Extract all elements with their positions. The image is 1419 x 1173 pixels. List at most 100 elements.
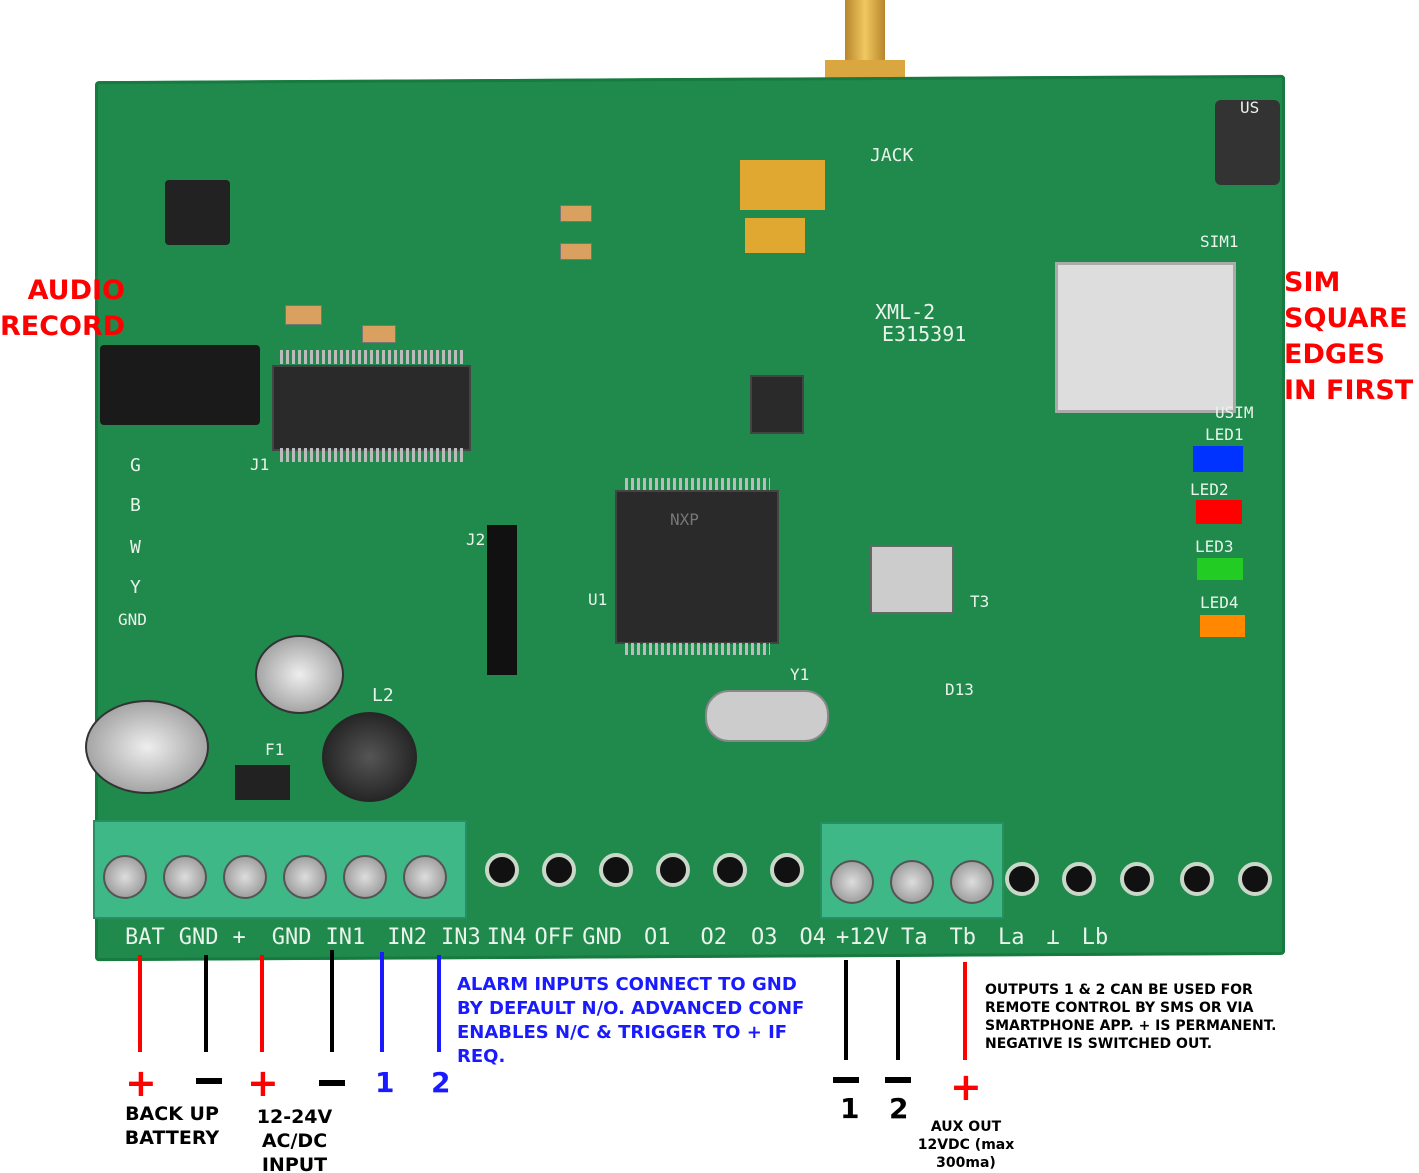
usb-connector [1215, 100, 1280, 185]
crystal-y1 [705, 690, 829, 742]
terminal-screw-o4[interactable] [890, 860, 934, 904]
wire-in2 [437, 955, 441, 1052]
led1-label: LED1 [1205, 425, 1244, 444]
inductor-l2 [322, 712, 417, 802]
antenna-base [825, 60, 905, 80]
terminal-label: O2 [700, 925, 728, 950]
l2-label: L2 [372, 685, 394, 706]
smd-cap [285, 305, 322, 325]
u1-label: U1 [588, 590, 608, 609]
led2-red [1196, 500, 1242, 524]
wire-in1 [380, 952, 384, 1052]
led2-label: LED2 [1190, 480, 1229, 499]
backup-battery-label: BACK UP BATTERY [124, 1103, 220, 1149]
output-1-symbol: 1 [840, 1092, 860, 1125]
terminal-hole-gnd-sym [1180, 862, 1214, 896]
terminal-label: Ta [900, 925, 928, 950]
terminal-label: IN2 [387, 925, 427, 950]
terminal-screw-plus[interactable] [223, 855, 267, 899]
mcu-pins-bottom [625, 643, 770, 655]
terminal-hole-ta [1005, 862, 1039, 896]
sim-instruction-annotation: SIM SQUARE EDGES IN FIRST [1284, 267, 1414, 406]
ul-file-label: E315391 [882, 322, 967, 346]
terminal-hole-o2 [770, 853, 804, 887]
usb-label: US [1240, 98, 1260, 117]
led4-label: LED4 [1200, 593, 1239, 612]
electrolytic-capacitor-small [255, 635, 344, 714]
fuse-f1 [235, 765, 290, 800]
battery-minus-symbol [196, 1078, 222, 1084]
ic-u4 [750, 375, 804, 434]
y1-label: Y1 [790, 665, 810, 684]
terminal-hole-in3 [485, 853, 519, 887]
side-label-b: B [130, 495, 141, 516]
mcu-chip [615, 490, 779, 644]
aux-plus-symbol: + [950, 1065, 982, 1109]
led1-blue [1193, 446, 1243, 472]
alarm-inputs-note: ALARM INPUTS CONNECT TO GND BY DEFAULT N… [457, 974, 805, 1067]
terminal-label: O1 [644, 925, 671, 950]
output-1-minus [833, 1077, 859, 1083]
terminal-label: + [232, 925, 246, 950]
outputs-note: OUTPUTS 1 & 2 CAN BE USED FOR REMOTE CON… [985, 982, 1277, 1052]
terminal-hole-tb [1062, 862, 1096, 896]
input-1-symbol: 1 [375, 1066, 395, 1099]
output-2-minus [885, 1077, 911, 1083]
terminal-label: GND [178, 925, 219, 950]
terminal-label: GND [582, 925, 622, 950]
wire-battery-plus [138, 955, 142, 1052]
terminal-screw-in1[interactable] [343, 855, 387, 899]
terminal-label: BAT [125, 925, 165, 950]
smd-cap [560, 243, 592, 260]
wire-battery-minus [204, 955, 208, 1052]
smd-cap [362, 325, 396, 343]
d13-label: D13 [945, 680, 974, 699]
terminal-label: La [997, 925, 1025, 950]
j2-label: J2 [466, 530, 486, 549]
power-input-label: 12-24V AC/DC INPUT [256, 1106, 333, 1173]
audio-jack [100, 345, 260, 425]
led4-orange [1200, 615, 1245, 637]
terminal-screw-o3[interactable] [830, 860, 874, 904]
audio-chip [272, 365, 471, 451]
wire-input-plus [260, 955, 264, 1052]
terminal-label: +12V [836, 925, 889, 950]
ul-label: XML-2 [875, 300, 936, 324]
aux-out-label: AUX OUT 12VDC (max 300ma) [917, 1119, 1015, 1171]
audio-record-annotation: AUDIO RECORD [0, 275, 126, 342]
side-label-g: G [130, 455, 141, 476]
smd-cap [560, 205, 592, 222]
header-j2 [487, 525, 517, 675]
tantalum-cap-1 [740, 160, 825, 210]
terminal-label: Tb [949, 925, 976, 950]
input-minus-symbol [319, 1080, 345, 1086]
terminal-screw-gnd[interactable] [163, 855, 207, 899]
terminal-label: IN4 [486, 925, 527, 950]
terminal-hole-gnd [656, 853, 690, 887]
terminal-label: OFF [534, 925, 575, 950]
mcu-label: NXP [670, 510, 699, 529]
terminal-label: ⊥ [1046, 925, 1060, 950]
terminal-screw-gnd2[interactable] [283, 855, 327, 899]
terminal-screw-in2[interactable] [403, 855, 447, 899]
terminal-hole-o1 [713, 853, 747, 887]
t3-label: T3 [970, 592, 990, 611]
terminal-screw-12v[interactable] [950, 860, 994, 904]
terminal-label: Lb [1081, 925, 1109, 950]
output-2-symbol: 2 [889, 1092, 909, 1125]
terminal-screw-bat[interactable] [103, 855, 147, 899]
wire-input-minus [330, 950, 334, 1052]
terminal-label: O3 [751, 925, 778, 950]
j1-label: J1 [250, 455, 270, 474]
wire-out1 [844, 960, 848, 1060]
led3-label: LED3 [1195, 537, 1234, 556]
input-plus-symbol: + [247, 1061, 279, 1105]
terminal-hole-in4 [542, 853, 576, 887]
push-button [165, 180, 230, 245]
terminal-label: IN1 [325, 925, 366, 950]
f1-label: F1 [265, 740, 285, 759]
audio-chip-pins [280, 350, 465, 364]
side-label-gnd: GND [118, 610, 147, 629]
